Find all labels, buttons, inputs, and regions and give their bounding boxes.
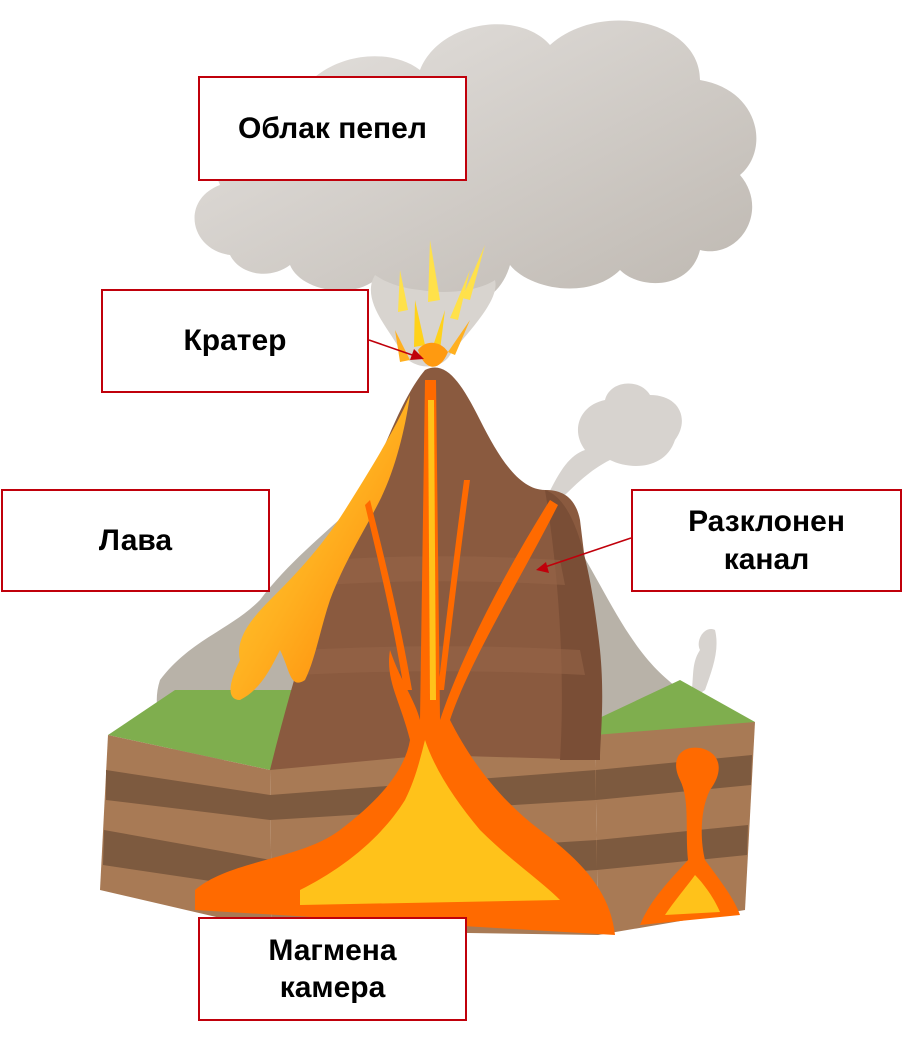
magma-system: [195, 380, 740, 935]
label-crater-text: Кратер: [183, 324, 287, 358]
crater-arrow: [368, 339, 419, 358]
label-magma-chamber-text: Магмена камера: [268, 933, 397, 1005]
side-smoke: [548, 383, 717, 700]
side-vent-arrow: [541, 537, 632, 569]
label-magma-chamber: Магмена камера: [198, 917, 467, 1021]
label-side-vent-text: Разклонен канал: [688, 505, 845, 576]
label-lava: Лава: [1, 489, 270, 592]
leader-arrows: [368, 339, 632, 573]
label-side-vent: Разклонен канал: [631, 489, 902, 592]
crater-arrowhead: [410, 349, 424, 360]
lava-flow: [230, 395, 410, 700]
label-lava-text: Лава: [98, 523, 173, 557]
eruption-sparks: [395, 240, 485, 367]
label-ash-cloud: Облак пепел: [198, 76, 467, 181]
label-crater: Кратер: [101, 289, 369, 393]
label-ash-cloud-text: Облак пепел: [238, 111, 427, 145]
side-vent-arrowhead: [536, 562, 549, 573]
